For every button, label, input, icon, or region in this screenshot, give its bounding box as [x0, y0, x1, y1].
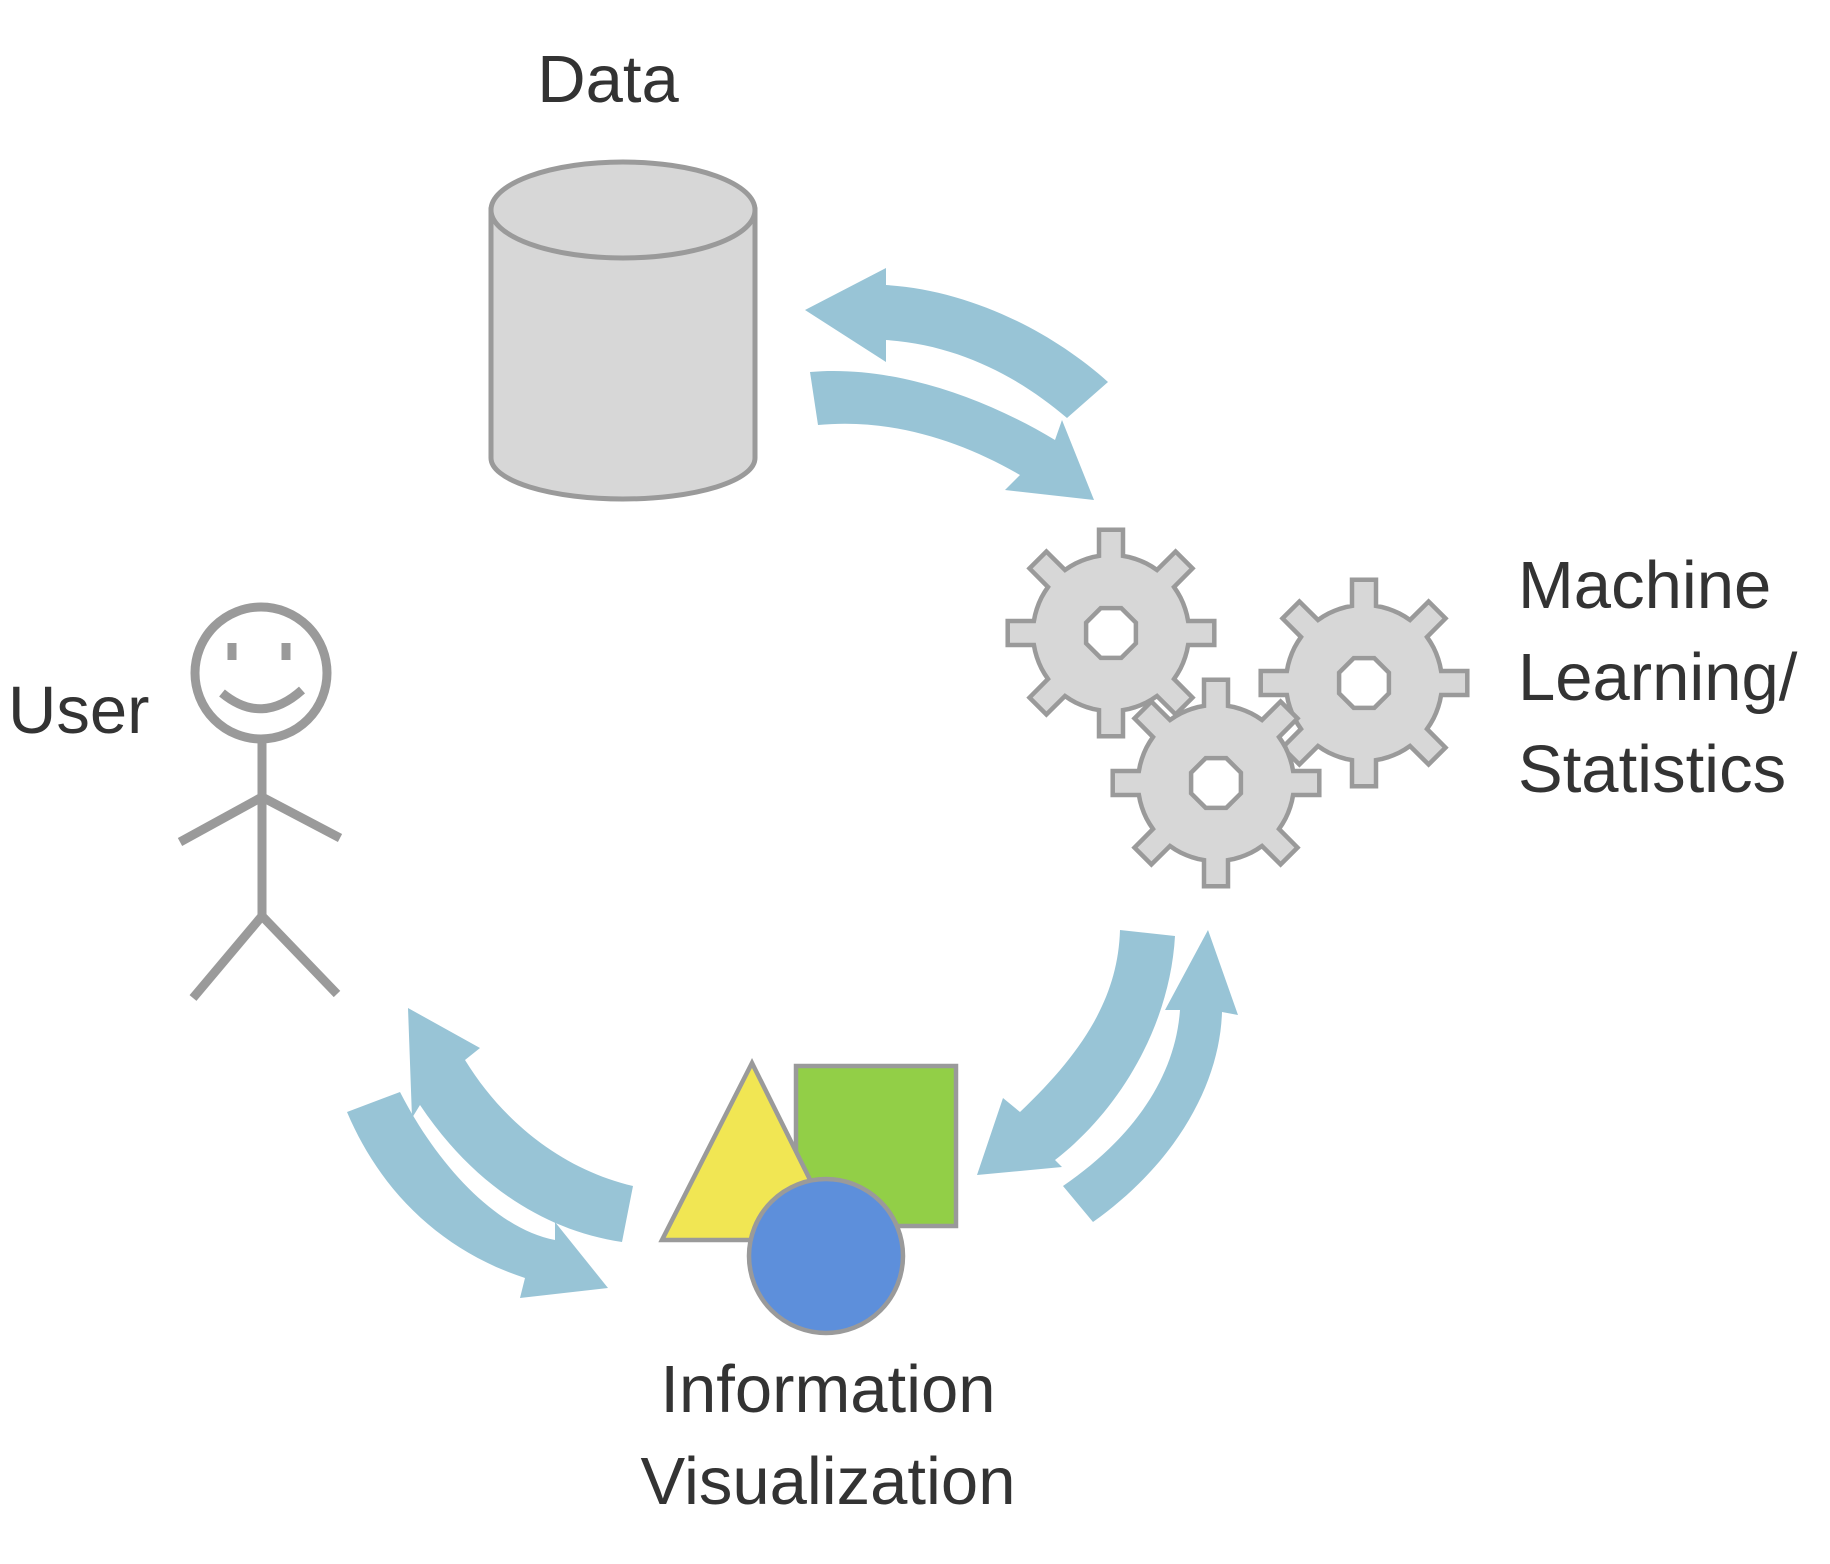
- circle-shape: [746, 1176, 906, 1336]
- arrow-vis-to-user: [408, 1008, 633, 1242]
- gear-2-icon: [1258, 577, 1470, 789]
- stick-figure-user-icon: [177, 602, 343, 1001]
- ml-label-line3: Statistics: [1518, 732, 1786, 807]
- vis-label-line2: Visualization: [641, 1444, 1016, 1519]
- user-label: User: [8, 673, 149, 748]
- arrow-user-to-vis: [347, 1092, 608, 1298]
- gears-icon: [1005, 527, 1470, 889]
- ml-label-line2: Learning/: [1518, 640, 1798, 715]
- gear-1-icon: [1005, 527, 1217, 739]
- shapes-icon: [658, 1057, 959, 1336]
- data-label: Data: [537, 42, 679, 117]
- gear-1-hole: [1083, 605, 1139, 661]
- gear-3-hole: [1188, 755, 1244, 811]
- gear-2-hole: [1336, 655, 1392, 711]
- ml-label-line1: Machine: [1518, 548, 1771, 623]
- database-cylinder-icon: [488, 159, 758, 502]
- arrow-ml-to-vis: [977, 930, 1175, 1175]
- arrow-ml-to-data: [805, 268, 1108, 418]
- vis-label-line1: Information: [660, 1352, 995, 1427]
- arrow-data-to-ml: [810, 370, 1094, 500]
- arrow-vis-to-ml: [1063, 930, 1238, 1222]
- gear-3-icon: [1110, 677, 1322, 889]
